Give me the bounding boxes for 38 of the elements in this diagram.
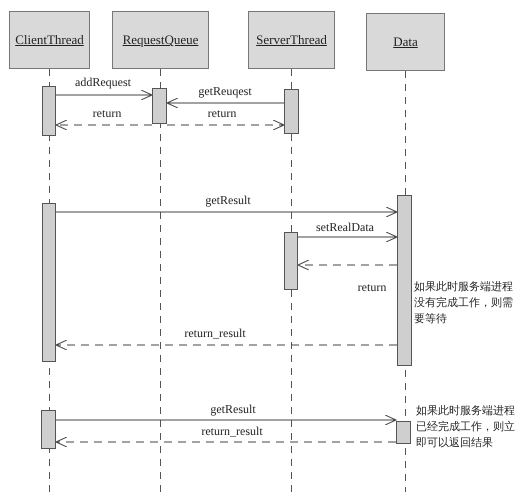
object-name: ServerThread <box>256 31 327 50</box>
activation-bar <box>152 88 167 124</box>
edge-label: return <box>90 107 124 120</box>
lifeline-box <box>248 11 335 69</box>
lifeline-box <box>112 11 209 69</box>
edge-label: setRealData <box>314 221 376 234</box>
message-arrow <box>56 90 152 100</box>
activation-bar <box>284 89 299 134</box>
edge-label: return_result <box>182 327 248 340</box>
activation-bar <box>42 86 56 136</box>
lifeline-box <box>366 13 445 71</box>
activation-bar <box>41 410 56 449</box>
message-arrow <box>298 232 398 242</box>
return-arrow <box>56 436 396 448</box>
message-arrow <box>56 414 396 426</box>
edge-label: getResult <box>203 194 253 207</box>
message-arrow <box>56 206 398 218</box>
message-arrow <box>166 98 284 108</box>
return-arrow <box>56 120 152 130</box>
object-name: ClientThread <box>15 31 84 50</box>
object-name: RequestQueue <box>122 31 198 50</box>
note-text: 如果此时服务端进程没有完成工作，则需要等待 <box>414 279 514 327</box>
lifeline-box <box>9 11 90 69</box>
object-name: Data <box>393 33 418 52</box>
edge-label: return <box>206 107 238 120</box>
edge-label: return <box>356 281 388 294</box>
edge-label: getReuqest <box>196 85 254 98</box>
return-arrow <box>56 340 398 350</box>
activation-bar <box>397 195 412 366</box>
note-text: 如果此时服务端进程已经完成工作，则立即可以返回结果 <box>416 403 516 451</box>
edge-label: return_result <box>199 425 265 438</box>
return-arrow <box>298 260 398 270</box>
activation-bar <box>284 232 298 290</box>
return-arrow <box>166 120 284 130</box>
activation-bar <box>42 203 56 362</box>
edge-label: getResult <box>208 403 258 416</box>
activation-bar <box>396 421 411 444</box>
edge-label: addRequest <box>73 76 133 89</box>
